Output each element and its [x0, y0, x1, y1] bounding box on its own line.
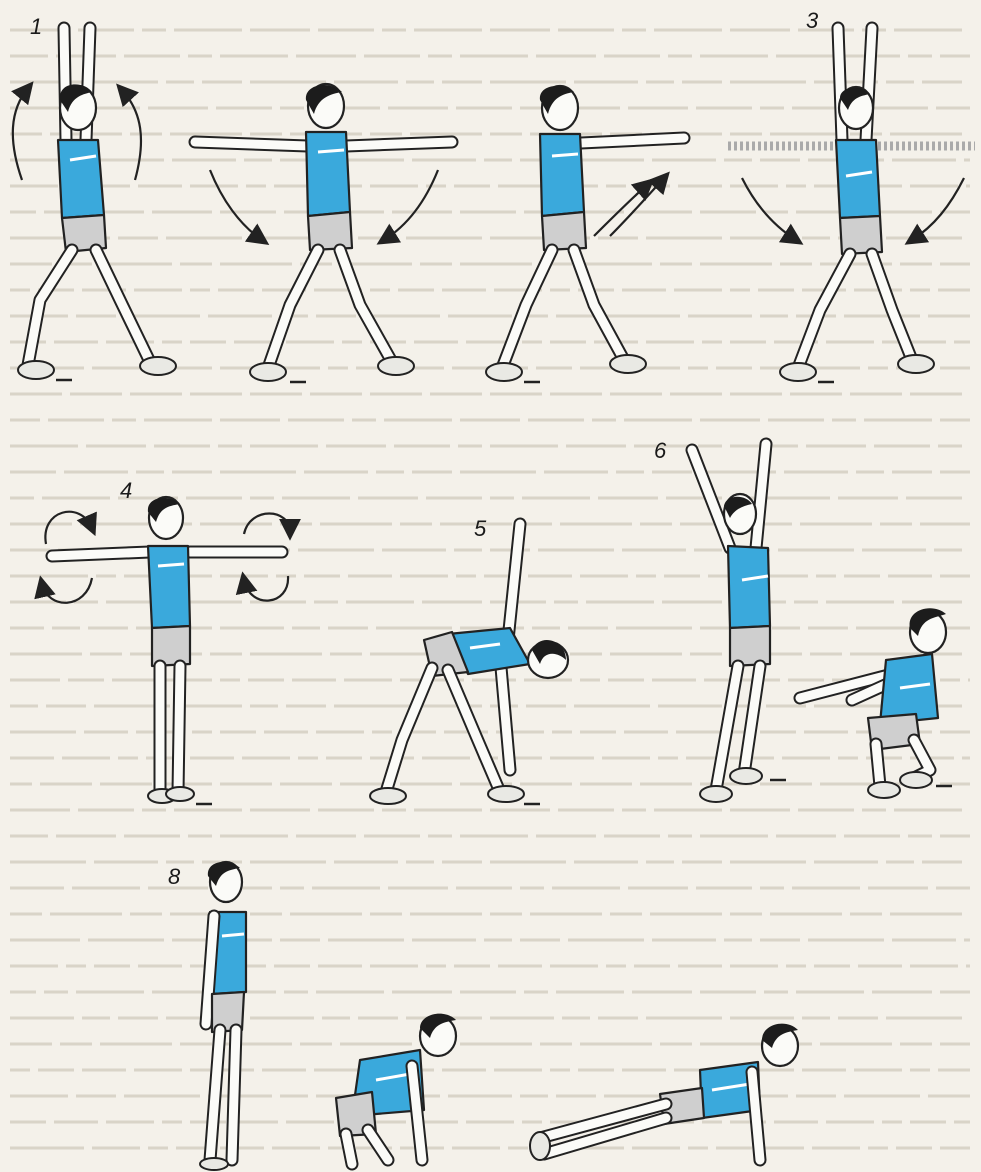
figure-arms-sideways: [195, 84, 452, 382]
figure-exercise-3: 3: [728, 8, 975, 382]
circle-arrow-icon-4: [244, 576, 288, 601]
exercise-number-4: 4: [120, 478, 132, 503]
circle-arrow-icon-1: [45, 512, 92, 544]
figure-exercise-5: 5: [370, 516, 568, 804]
exercise-number-3: 3: [806, 8, 819, 33]
figure-exercise-1: 1: [13, 14, 176, 380]
figure-exercise-8: 8: [168, 862, 798, 1170]
exercise-number-5: 5: [474, 516, 487, 541]
arrow-up-forward-icon: [594, 184, 648, 236]
arrow-down-right-icon: [384, 170, 438, 240]
figure-exercise-6: 6: [654, 438, 952, 802]
exercise-number-1: 1: [30, 14, 42, 39]
figure-exercise-4: 4: [42, 478, 290, 804]
figure-arms-forward: [486, 86, 684, 382]
arrow-down-left-icon: [210, 170, 262, 240]
exercise-number-6: 6: [654, 438, 667, 463]
exercise-number-8: 8: [168, 864, 181, 889]
circle-arrow-icon-2: [42, 578, 92, 603]
